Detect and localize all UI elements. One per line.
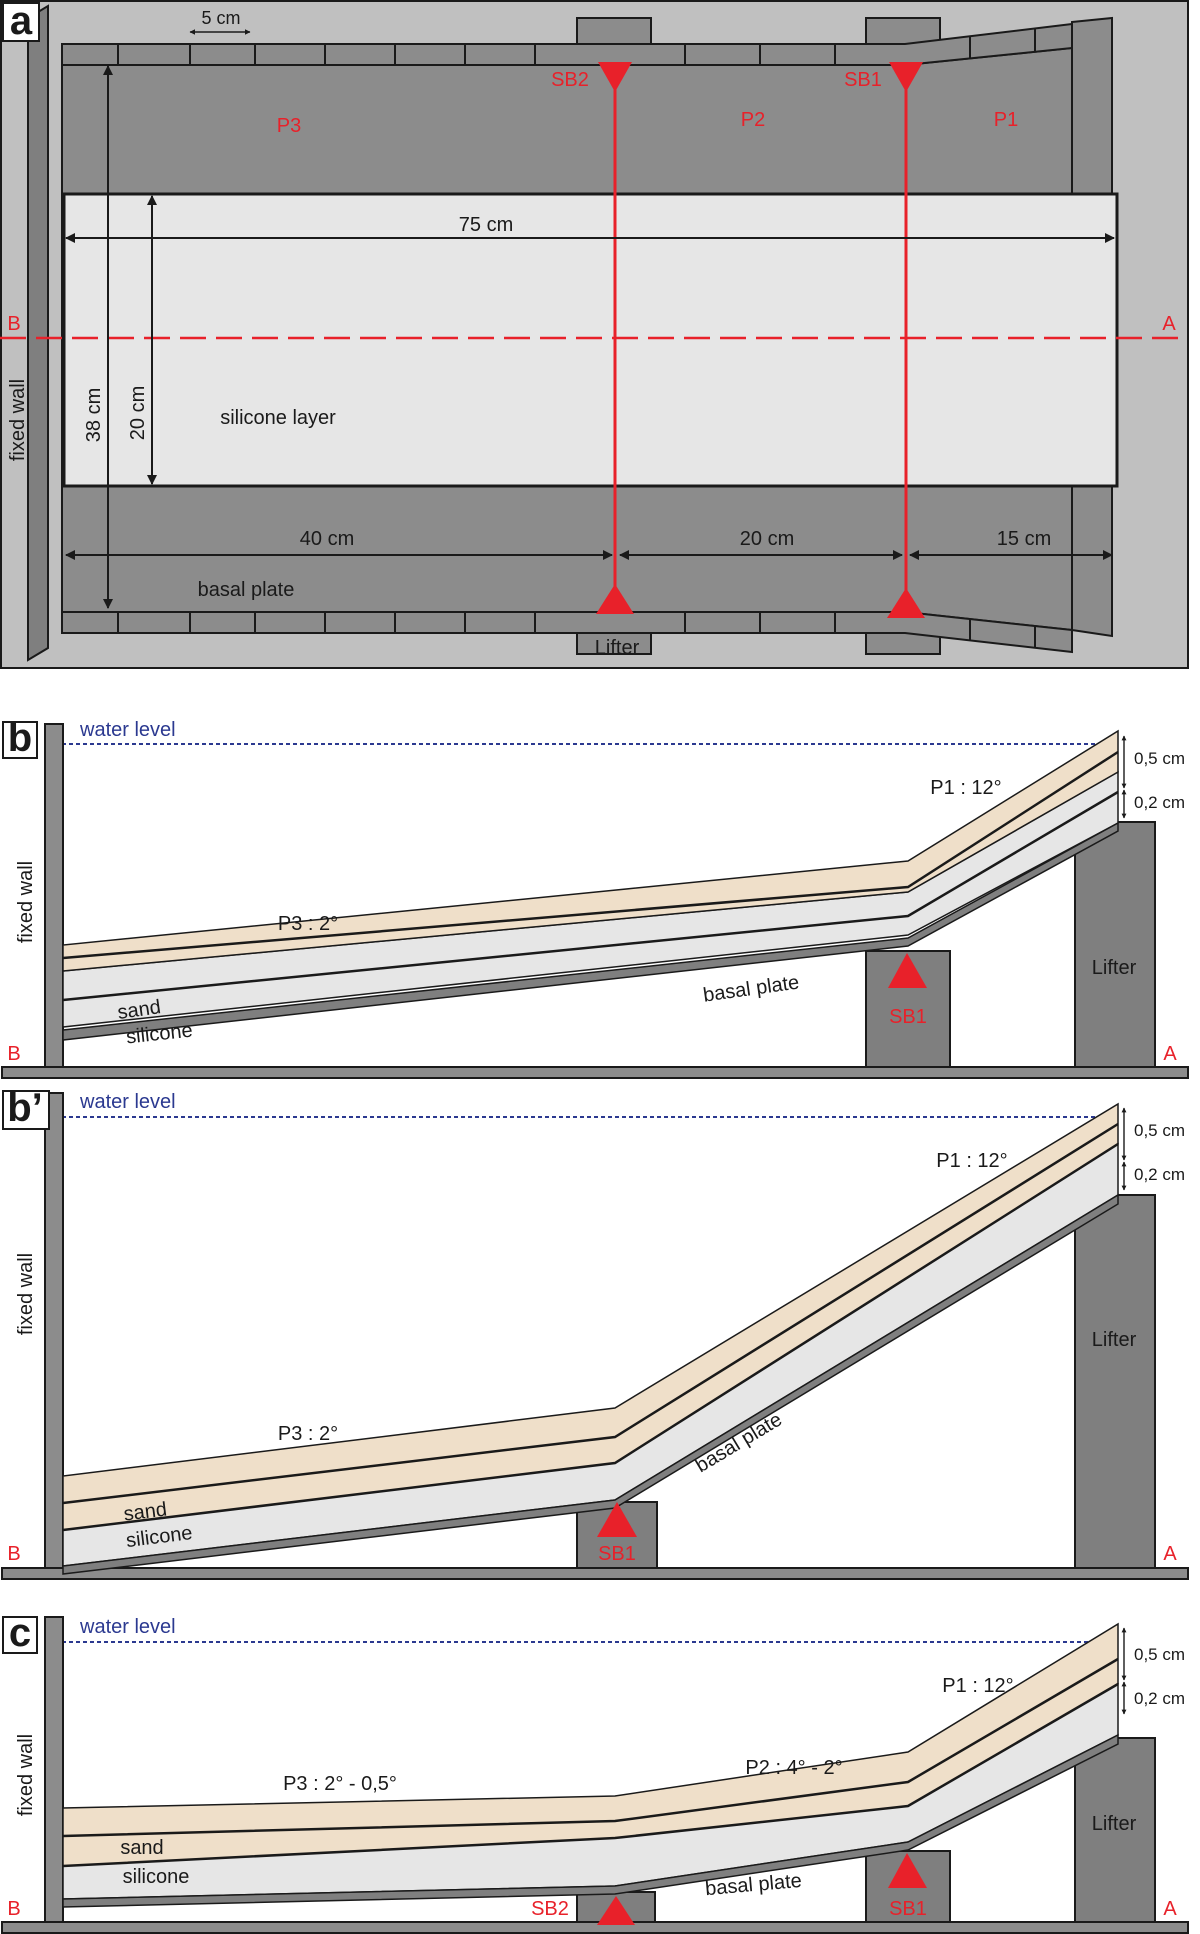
sb1-label: SB1 [889,1898,927,1920]
lifter-block [1074,821,1156,1068]
segment-20-label: 20 cm [740,528,794,550]
p3-label: P3 : 2° - 0,5° [283,1773,397,1795]
sand-layer [62,729,1119,972]
silicone-thickness-label: 0,2 cm [1134,1165,1185,1184]
sb2-top-bar [576,17,652,45]
p1-label: P1 : 12° [942,1675,1013,1697]
fixed-wall-label: fixed wall [15,861,37,943]
basal-plate [62,821,1119,1041]
panel-b-letter: b [8,716,32,760]
silicone-thickness-label: 0,2 cm [1134,1689,1185,1708]
silicone-sand-interface [62,1142,1119,1532]
lifter-label: Lifter [595,637,640,659]
lifter-label: Lifter [1092,1813,1137,1835]
segment-15-label: 15 cm [997,528,1051,550]
p2-label: P2 [741,109,765,131]
water-level-label: water level [79,1091,176,1113]
lifter-label: Lifter [1092,1329,1137,1351]
p3-label: P3 [277,115,301,137]
sb2-label: SB2 [531,1898,569,1920]
segment-40-label: 40 cm [300,528,354,550]
fixed-wall [44,1616,64,1924]
b-label: B [7,313,20,335]
sb1-label: SB1 [889,1006,927,1028]
a-label: A [1162,313,1176,335]
water-level-label: water level [79,1616,176,1638]
fixed-wall-label: fixed wall [7,379,29,461]
sb2-triangle-icon [597,1896,635,1925]
basal-plate [62,1193,1119,1575]
sb1-triangle-icon [888,953,927,988]
sb1-triangle-icon [597,1502,637,1537]
sand-thickness-label: 0,5 cm [1134,1645,1185,1664]
sand-thickness-label: 0,5 cm [1134,1121,1185,1140]
lifter-block [1074,1737,1156,1923]
sb1-top-triangle-icon [889,62,923,92]
panel-b-prime: b’ water level fixed wall P1 : 12° P3 : … [1,1086,1189,1580]
length-75-label: 75 cm [459,214,513,236]
b-label: B [7,1898,20,1920]
fixed-wall-label: fixed wall [15,1734,37,1816]
b-label: B [7,1043,20,1065]
sb1-label: SB1 [598,1543,636,1565]
panel-b: b water level fixed wall P1 : 12° P3 : 2… [1,716,1189,1079]
panel-b-letter-box [2,721,38,759]
p3-label: P3 : 2° [278,1423,338,1445]
sb2-label: SB2 [551,69,589,91]
basal-plate [62,1733,1119,1908]
bottom-brick-joints [117,612,1036,647]
sand-label: sand [120,1837,163,1859]
sand-marker-layer [62,1122,1119,1505]
water-level-label: water level [79,719,176,741]
panel-c-letter-box [2,1616,38,1654]
panel-b-prime-letter-box [2,1090,50,1130]
p2-label: P2 : 4° - 2° [745,1757,842,1779]
width-20-label: 20 cm [127,386,149,440]
sb1-bottom-triangle-icon [887,588,925,618]
b-label: B [7,1543,20,1565]
panel-a-letter-box [2,2,40,42]
scale-label: 5 cm [201,8,240,28]
sb2-bottom-triangle-icon [596,584,634,614]
lifter-block [1074,1194,1156,1569]
top-brick-joints [117,29,1036,65]
top-brick-row [61,22,1073,66]
floor [1,1921,1189,1934]
fixed-wall-label: fixed wall [15,1253,37,1335]
panel-a: a 5 cm SB2 SB1 P3 P2 P1 75 cm B A fixed … [0,0,1189,669]
lifter-label: Lifter [1092,957,1137,979]
floor [1,1567,1189,1580]
floor [1,1066,1189,1079]
silicone-sand-interface [62,790,1119,1002]
silicone-label: silicone [123,1866,190,1888]
p1-label: P1 [994,109,1018,131]
p3-label: P3 : 2° [278,913,338,935]
sand-label: sand [122,1498,168,1525]
fixed-wall [27,4,49,662]
silicone-layer-label: silicone layer [220,407,336,429]
fixed-wall [44,723,64,1070]
a-label: A [1163,1898,1177,1920]
p1-label: P1 : 12° [936,1150,1007,1172]
panel-b-prime-letter: b’ [7,1086,43,1130]
a-label: A [1163,1543,1177,1565]
p1-label: P1 : 12° [930,777,1001,799]
silicone-thickness-label: 0,2 cm [1134,793,1185,812]
sand-marker-layer [62,1657,1119,1838]
sand-marker-layer [62,750,1119,960]
sand-thickness-label: 0,5 cm [1134,749,1185,768]
sb1-triangle-icon [888,1853,927,1888]
basal-plate-label: basal plate [198,579,295,601]
panel-c: c water level fixed wall P1 : 12° P2 : 4… [1,1611,1189,1934]
sb1-label: SB1 [844,69,882,91]
a-label: A [1163,1043,1177,1065]
sb2-top-triangle-icon [598,62,632,92]
panel-a-letter: a [10,0,33,43]
sb1-top-bar [865,17,941,45]
width-38-label: 38 cm [83,388,105,442]
fixed-wall [44,1092,64,1570]
silicone-sand-interface [62,1682,1119,1868]
panel-c-letter: c [9,1611,31,1655]
